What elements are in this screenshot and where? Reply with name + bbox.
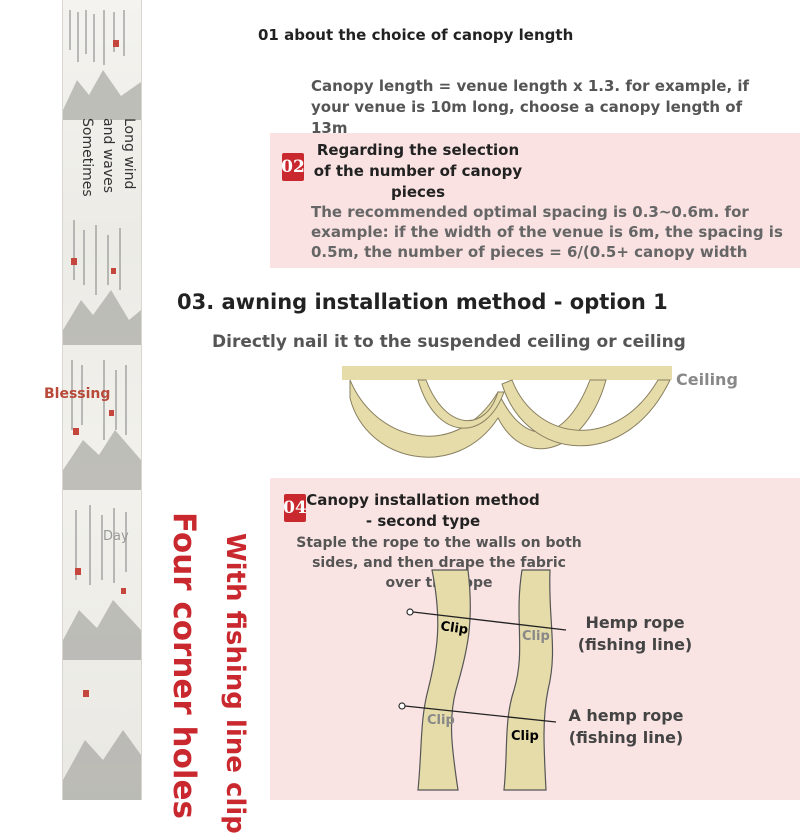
scroll-day-text: Day (103, 529, 129, 544)
canopy-strip-left (417, 569, 471, 791)
ceiling-bar (342, 366, 672, 380)
section3-title: 03. awning installation method - option … (177, 290, 668, 314)
rope-top-anchor (406, 608, 414, 616)
section2-number-badge: 02 (281, 153, 305, 181)
section1-body: Canopy length = venue length x 1.3. for … (311, 77, 750, 137)
scroll-poem: Long wind and waves Sometimes (79, 118, 137, 197)
section4-title: Canopy installation method - second type (306, 491, 540, 530)
clip-label-bottom-left: Clip (427, 713, 455, 728)
clip-label-bottom-right: Clip (511, 729, 539, 744)
clip-label-top-right: Clip (522, 629, 550, 644)
ceiling-canopy-diagram (342, 366, 672, 458)
canopy-drape-mid (417, 379, 505, 429)
canopy-drape-right (501, 379, 671, 447)
hemp-rope-label-top: Hemp rope (fishing line) (577, 613, 693, 654)
fishing-line-clip-label: With fishing line clip (220, 533, 250, 834)
section3-body: Directly nail it to the suspended ceilin… (212, 332, 686, 352)
canopy-strip-right (503, 569, 554, 791)
section2-panel (270, 133, 800, 268)
clip-label-top-left: Clip (439, 619, 469, 638)
decorative-scroll (62, 0, 142, 800)
section2-body: The recommended optimal spacing is 0.3~0… (311, 203, 783, 261)
section1-title: 01 about the choice of canopy length (258, 26, 574, 44)
four-corner-holes-label: Four corner holes (166, 512, 202, 819)
section4-number-badge: 04 (283, 494, 307, 522)
section2-title: Regarding the selection of the number of… (313, 141, 523, 201)
rope-canopy-diagram: Clip Clip Clip Clip (398, 569, 567, 791)
scroll-landscape-art (63, 10, 141, 800)
rope-top-line (412, 611, 567, 631)
ceiling-label: Ceiling (676, 370, 738, 389)
rope-bottom-line (404, 705, 557, 723)
rope-bottom-anchor (398, 702, 406, 710)
scroll-blessing-text: Blessing (44, 386, 111, 402)
hemp-rope-label-bottom: A hemp rope (fishing line) (568, 706, 684, 747)
